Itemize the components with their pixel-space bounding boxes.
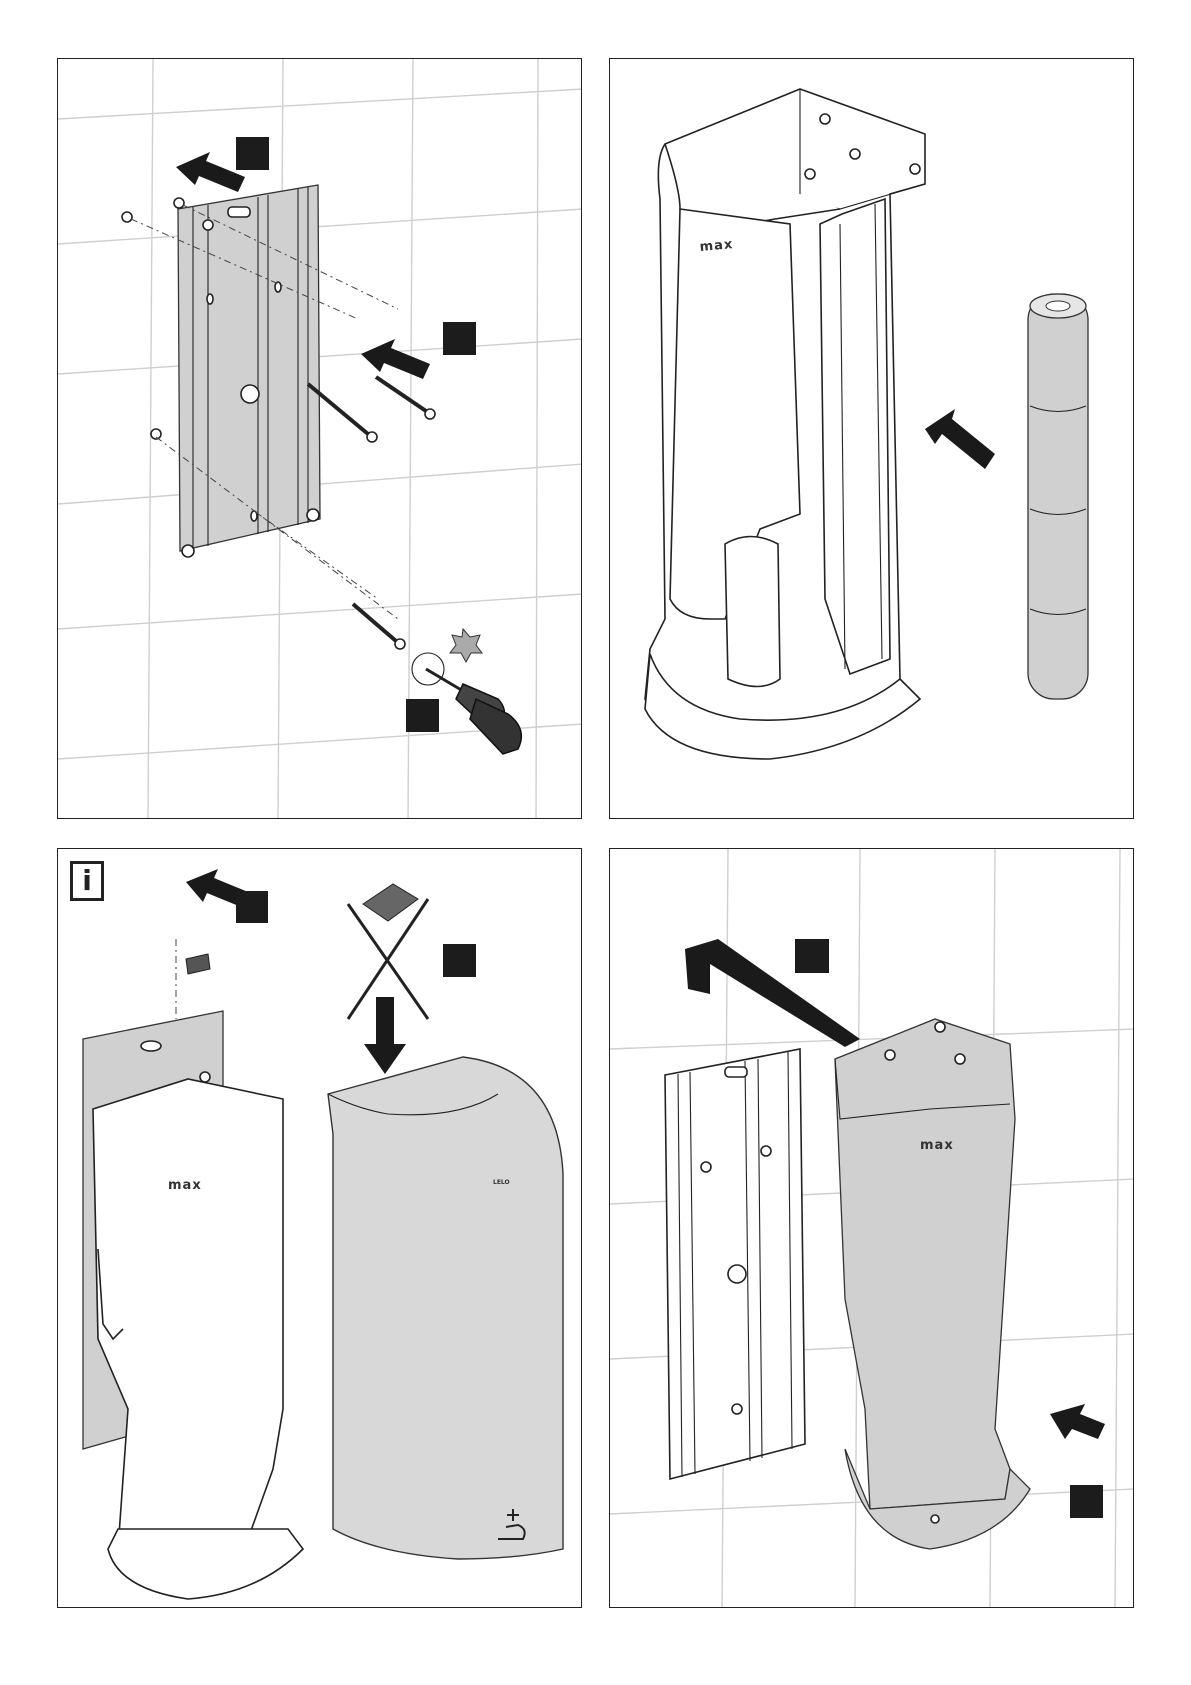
product-logo: max	[699, 237, 734, 255]
direction-arrow	[364, 997, 406, 1074]
step-marker-square	[443, 944, 476, 977]
panel-4-illustration: max	[610, 849, 1134, 1608]
panel-3-illustration: max LELO	[58, 849, 582, 1608]
brand-mark: LELO	[493, 1179, 510, 1186]
direction-arrow	[361, 339, 430, 379]
step-marker-square	[406, 699, 439, 732]
panel-4: max	[609, 848, 1134, 1608]
step-marker-square	[795, 939, 829, 973]
torx-star-icon	[450, 629, 482, 662]
direction-arrow	[176, 152, 245, 192]
panel-1	[57, 58, 582, 819]
product-logo: max	[168, 1178, 202, 1193]
wall-plate	[665, 1049, 805, 1479]
dispenser-housing: max	[835, 1019, 1030, 1549]
dispenser-cover: LELO	[328, 1057, 563, 1559]
direction-arrow	[1050, 1404, 1105, 1439]
housing-with-plate: max	[83, 1011, 303, 1599]
battery-pack-icon	[1028, 294, 1088, 699]
product-logo: max	[920, 1138, 954, 1153]
wall-plate	[178, 185, 320, 557]
step-marker-square	[236, 137, 269, 170]
clip-part	[186, 954, 210, 974]
panel-2: max	[609, 58, 1134, 819]
panel-2-illustration: max	[610, 59, 1134, 819]
direction-arrow	[685, 939, 860, 1047]
step-marker-square	[1070, 1485, 1103, 1518]
step-marker-square	[236, 891, 268, 923]
dispenser-housing: max	[645, 89, 925, 759]
step-marker-square	[443, 322, 476, 355]
panel-1-illustration	[58, 59, 582, 819]
wall-plugs	[122, 198, 184, 439]
direction-arrow	[925, 409, 995, 469]
panel-3: i max LELO	[57, 848, 582, 1608]
